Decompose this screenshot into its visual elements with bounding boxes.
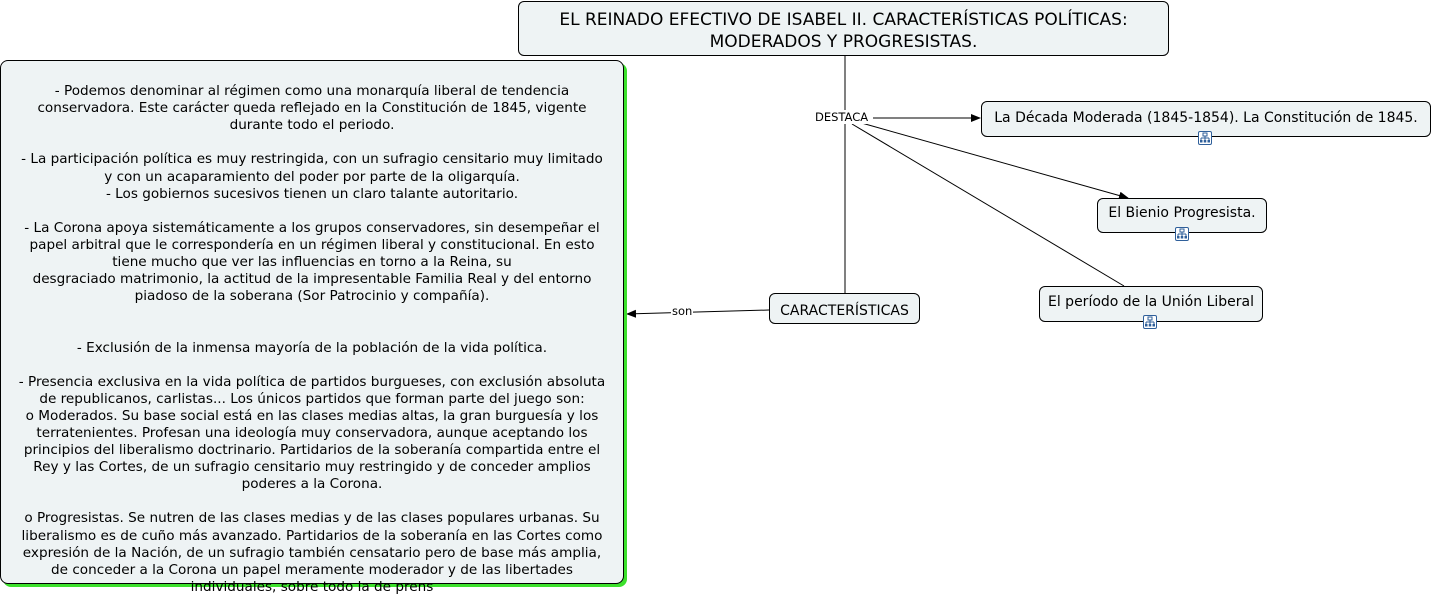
link-caracteristicas-to-detail bbox=[626, 309, 770, 318]
concept-union-text: El período de la Unión Liberal bbox=[1048, 294, 1254, 310]
main-topic-text: EL REINADO EFECTIVO DE ISABEL II. CARACT… bbox=[559, 10, 1128, 52]
link-label-destaca: DESTACA bbox=[814, 110, 870, 124]
link-label-son: son bbox=[671, 304, 694, 318]
submap-icon[interactable] bbox=[1198, 131, 1212, 145]
submap-icon[interactable] bbox=[1175, 227, 1189, 241]
concept-decada-text: La Década Moderada (1845-1854). La Const… bbox=[994, 110, 1418, 126]
concept-decada-moderada[interactable]: La Década Moderada (1845-1854). La Const… bbox=[981, 101, 1431, 137]
link-destaca-to-bienio bbox=[857, 121, 1129, 200]
link-destaca-to-union bbox=[851, 123, 1125, 287]
concept-caracteristicas-text: CARACTERÍSTICAS bbox=[780, 303, 909, 319]
submap-icon[interactable] bbox=[1143, 315, 1157, 329]
concept-bienio-text: El Bienio Progresista. bbox=[1108, 205, 1256, 221]
main-topic-node[interactable]: EL REINADO EFECTIVO DE ISABEL II. CARACT… bbox=[518, 1, 1169, 56]
concept-caracteristicas[interactable]: CARACTERÍSTICAS bbox=[769, 293, 920, 324]
characteristics-detail-node[interactable]: - Podemos denominar al régimen como una … bbox=[0, 60, 624, 595]
characteristics-detail-text: - Podemos denominar al régimen como una … bbox=[18, 83, 606, 595]
